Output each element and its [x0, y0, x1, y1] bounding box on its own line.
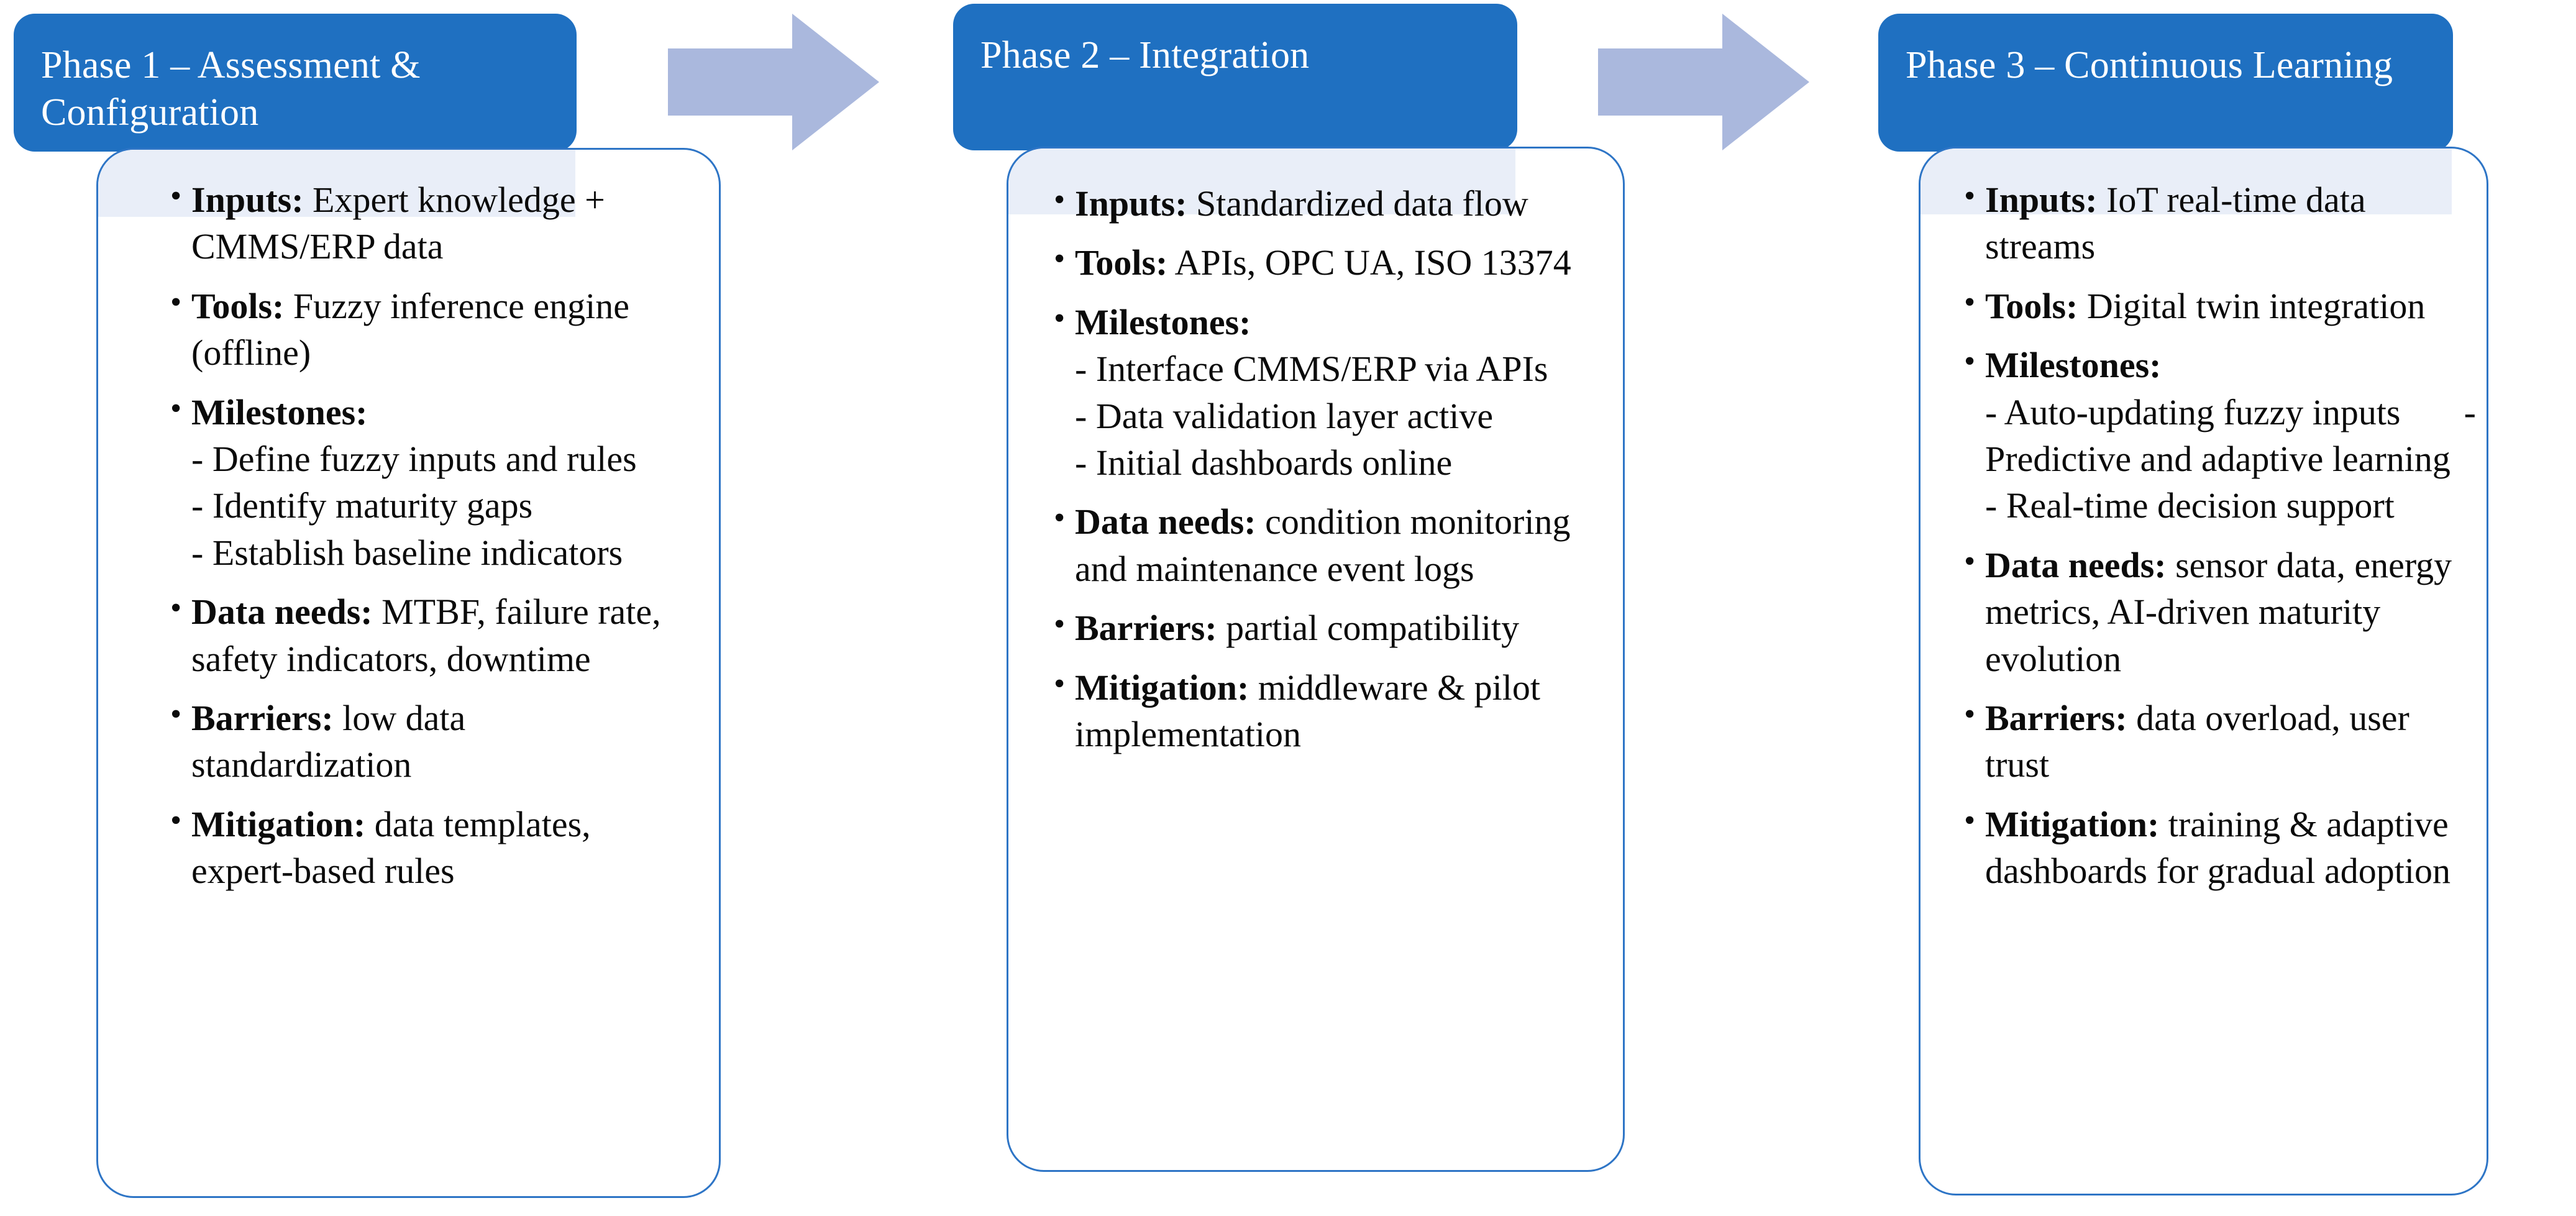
item-text: MTBF, failure rate, safety indicators, d…: [191, 592, 661, 679]
list-item: Tools: Fuzzy inference engine (offline): [167, 281, 688, 377]
item-label: Milestones:: [1985, 345, 2162, 386]
list-item: Tools: Digital twin integration: [1960, 281, 2476, 329]
list-item: Tools: APIs, OPC UA, ISO 13374: [1050, 238, 1584, 286]
phase-2-list: Inputs: Standardized data flow Tools: AP…: [1050, 179, 1584, 758]
item-text: sensor data, energy metrics, AI-driven m…: [1985, 544, 2452, 679]
milestones-sublist: - Interface CMMS/ERP via APIs - Data val…: [1075, 345, 1584, 486]
phase-3-header-label: Phase 3 – Continuous Learning: [1906, 44, 2393, 86]
sub-list-item: - - Auto-updating fuzzy inputs: [1985, 389, 2476, 436]
item-label: Barriers:: [1075, 608, 1217, 649]
phase-3-list: Inputs: IoT real-time data streams Tools…: [1960, 175, 2476, 895]
item-label: Tools:: [1985, 285, 2078, 326]
phase-1-list: Inputs: Expert knowledge + CMMS/ERP data…: [167, 175, 688, 895]
item-label: Mitigation:: [191, 803, 366, 844]
sub-list-item: Predictive and adaptive learning: [1985, 438, 2450, 479]
list-item: Barriers: low data standardization: [167, 693, 688, 789]
item-label: Data needs:: [1075, 501, 1256, 542]
list-item: Barriers: partial compatibility: [1050, 603, 1584, 651]
item-label: Barriers:: [191, 697, 334, 738]
item-label: Mitigation:: [1985, 803, 2160, 844]
phase-3-header: Phase 3 – Continuous Learning: [1878, 14, 2453, 152]
item-label: Mitigation:: [1075, 667, 1249, 708]
item-text: data overload, user trust: [1985, 697, 2409, 785]
arrow-phase1-to-phase2: [668, 14, 879, 150]
list-item: Milestones: - - Auto-updating fuzzy input…: [1960, 341, 2476, 529]
sub-list-item: - Identify maturity gaps: [191, 485, 533, 526]
item-label: Inputs:: [1985, 180, 2098, 220]
phase-1-body: Inputs: Expert knowledge + CMMS/ERP data…: [167, 175, 688, 907]
item-text: low data standardization: [191, 697, 466, 785]
list-item: Barriers: data overload, user trust: [1960, 693, 2476, 789]
list-item: Data needs: sensor data, energy metrics,…: [1960, 541, 2476, 682]
item-text: partial compatibility: [1217, 608, 1520, 649]
justify-dash-artifact: -: [2464, 391, 2476, 432]
item-text: middleware & pilot implementation: [1075, 667, 1541, 754]
sub-list-item: - Data validation layer active: [1075, 395, 1494, 436]
phase-2-header-label: Phase 2 – Integration: [980, 34, 1310, 76]
item-label: Inputs:: [191, 180, 304, 220]
item-text: Standardized data flow: [1187, 183, 1528, 224]
arrow-phase2-to-phase3: [1598, 14, 1809, 150]
phase-2-header: Phase 2 – Integration: [953, 4, 1517, 150]
item-text: Fuzzy inference engine (offline): [191, 285, 629, 373]
sub-list-item: - Real-time decision support: [1985, 485, 2395, 526]
item-text: data templates, expert-based rules: [191, 803, 591, 892]
milestones-sublist: - Define fuzzy inputs and rules - Identi…: [191, 436, 688, 576]
phase-3-body: Inputs: IoT real-time data streams Tools…: [1960, 175, 2476, 907]
item-label: Milestones:: [1075, 301, 1251, 342]
item-text: Digital twin integration: [2078, 285, 2426, 326]
list-item: Inputs: Expert knowledge + CMMS/ERP data: [167, 175, 688, 270]
phase-1-header: Phase 1 – Assessment & Configuration: [14, 14, 577, 152]
list-item: Milestones: - Define fuzzy inputs and ru…: [167, 388, 688, 577]
milestones-sublist: - - Auto-updating fuzzy inputs Predictive…: [1985, 389, 2476, 529]
list-item: Data needs: MTBF, failure rate, safety i…: [167, 587, 688, 682]
phase-2-body: Inputs: Standardized data flow Tools: AP…: [1050, 179, 1584, 770]
item-text: APIs, OPC UA, ISO 13374: [1167, 242, 1571, 283]
list-item: Inputs: Standardized data flow: [1050, 179, 1584, 227]
sub-list-item: - Define fuzzy inputs and rules: [191, 438, 637, 479]
item-label: Barriers:: [1985, 697, 2127, 738]
sub-list-item: - Establish baseline indicators: [191, 532, 623, 573]
list-item: Milestones: - Interface CMMS/ERP via API…: [1050, 298, 1584, 487]
list-item: Data needs: condition monitoring and mai…: [1050, 497, 1584, 592]
item-text: condition monitoring and maintenance eve…: [1075, 501, 1571, 589]
item-label: Data needs:: [1985, 544, 2167, 585]
phase-1-header-label: Phase 1 – Assessment & Configuration: [41, 44, 421, 134]
list-item: Inputs: IoT real-time data streams: [1960, 175, 2476, 270]
sub-list-item-text: - Auto-updating fuzzy inputs: [1985, 391, 2401, 432]
item-label: Milestones:: [191, 391, 368, 432]
sub-list-item: - Initial dashboards online: [1075, 442, 1453, 483]
sub-list-item: - Interface CMMS/ERP via APIs: [1075, 349, 1548, 390]
item-label: Inputs:: [1075, 183, 1187, 224]
item-text: training & adaptive dashboards for gradu…: [1985, 803, 2450, 892]
item-label: Tools:: [1075, 242, 1168, 283]
list-item: Mitigation: data templates, expert-based…: [167, 800, 688, 895]
list-item: Mitigation: middleware & pilot implement…: [1050, 663, 1584, 758]
list-item: Mitigation: training & adaptive dashboar…: [1960, 800, 2476, 895]
item-label: Tools:: [191, 285, 285, 326]
item-label: Data needs:: [191, 592, 373, 633]
